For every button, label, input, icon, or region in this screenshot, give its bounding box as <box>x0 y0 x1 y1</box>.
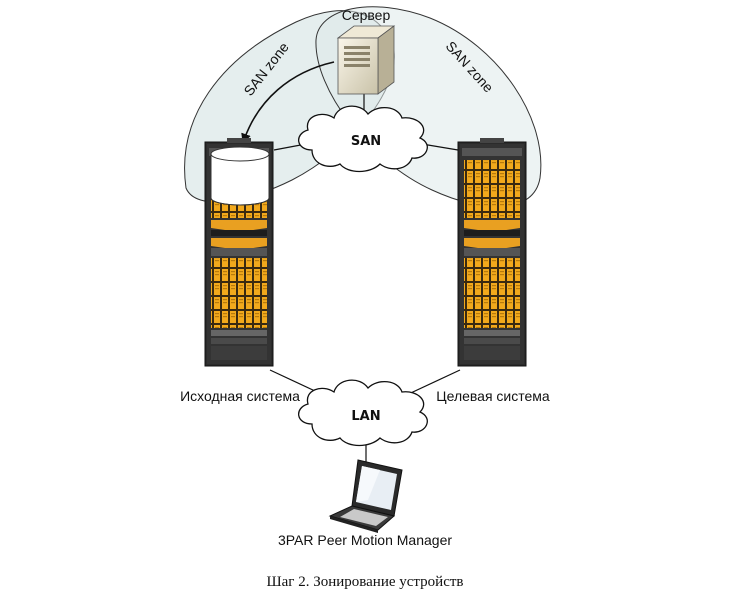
disk-cylinder-icon <box>210 146 270 206</box>
figure-caption: Шаг 2. Зонирование устройств <box>267 574 464 590</box>
target-system-label: Целевая система <box>436 388 550 404</box>
server-icon <box>336 25 396 95</box>
zone-arrow <box>241 61 335 144</box>
manager-label: 3PAR Peer Motion Manager <box>278 532 452 548</box>
source-system-label: Исходная система <box>180 388 300 404</box>
san-cloud-icon <box>298 105 428 173</box>
san-target-link <box>421 143 459 151</box>
server-label: Сервер <box>342 7 391 23</box>
lan-cloud-icon <box>298 379 428 447</box>
laptop-icon <box>328 459 403 533</box>
target-storage-rack-icon <box>457 137 527 367</box>
san-cloud-label: SAN <box>351 134 381 149</box>
lan-cloud-label: LAN <box>351 409 380 424</box>
